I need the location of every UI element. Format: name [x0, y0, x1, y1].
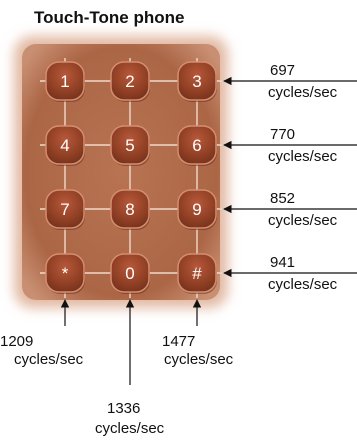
- diagram-title: Touch-Tone phone: [34, 8, 184, 27]
- phone-body: [14, 36, 228, 308]
- row-frequency-labels: 697 cycles/sec 770 cycles/sec 852 cycles/sec 9…: [223, 62, 357, 293]
- key-6[interactable]: 6: [177, 125, 217, 166]
- key-cap: [45, 61, 85, 101]
- keypad: 1 2 3 4 5 6 7 8 9 * 0 #: [45, 61, 217, 294]
- key-star[interactable]: *: [45, 253, 85, 294]
- key-label: 8: [125, 200, 134, 219]
- row-frequency-unit: cycles/sec: [268, 276, 338, 293]
- key-label: 5: [125, 136, 134, 155]
- key-label: 9: [192, 200, 201, 219]
- key-cap: [110, 125, 150, 165]
- key-7[interactable]: 7: [45, 189, 85, 230]
- key-cap: [110, 61, 150, 101]
- key-cap: [177, 125, 217, 165]
- key-0[interactable]: 0: [110, 253, 150, 294]
- key-cap: [110, 189, 150, 229]
- row-frequency-value: 852: [270, 190, 295, 207]
- column-frequency-unit: cycles/sec: [164, 351, 234, 368]
- key-label: 4: [60, 136, 69, 155]
- key-8[interactable]: 8: [110, 189, 150, 230]
- key-cap: [45, 253, 85, 293]
- key-cap: [177, 189, 217, 229]
- key-cap: [177, 61, 217, 101]
- key-hash[interactable]: #: [177, 253, 217, 294]
- row-frequency-unit: cycles/sec: [268, 212, 338, 229]
- key-label: 2: [125, 72, 134, 91]
- key-label: 7: [60, 200, 69, 219]
- row-frequency-value: 941: [270, 254, 295, 271]
- key-2[interactable]: 2: [110, 61, 150, 102]
- column-frequency-value: 1336: [107, 400, 140, 417]
- key-cap: [45, 189, 85, 229]
- key-4[interactable]: 4: [45, 125, 85, 166]
- key-label: 6: [192, 136, 201, 155]
- key-label: #: [192, 264, 202, 283]
- key-label: 0: [125, 264, 134, 283]
- column-frequency-unit: cycles/sec: [14, 351, 84, 368]
- key-9[interactable]: 9: [177, 189, 217, 230]
- column-frequency-labels: 1209cycles/sec1336cycles/sec1477cycles/s…: [0, 299, 234, 437]
- key-3[interactable]: 3: [177, 61, 217, 102]
- key-label: *: [62, 264, 69, 283]
- phone-body-surface: [22, 44, 220, 300]
- key-label: 3: [192, 72, 201, 91]
- row-frequency-unit: cycles/sec: [268, 84, 338, 101]
- key-label: 1: [60, 72, 69, 91]
- key-cap: [110, 253, 150, 293]
- column-frequency-value: 1477: [162, 333, 195, 350]
- column-frequency-unit: cycles/sec: [95, 420, 165, 437]
- key-cap: [177, 253, 217, 293]
- row-frequency-unit: cycles/sec: [268, 148, 338, 165]
- key-5[interactable]: 5: [110, 125, 150, 166]
- key-1[interactable]: 1: [45, 61, 85, 102]
- column-frequency-value: 1209: [0, 333, 33, 350]
- key-cap: [45, 125, 85, 165]
- row-frequency-value: 697: [270, 62, 295, 79]
- row-frequency-value: 770: [270, 126, 295, 143]
